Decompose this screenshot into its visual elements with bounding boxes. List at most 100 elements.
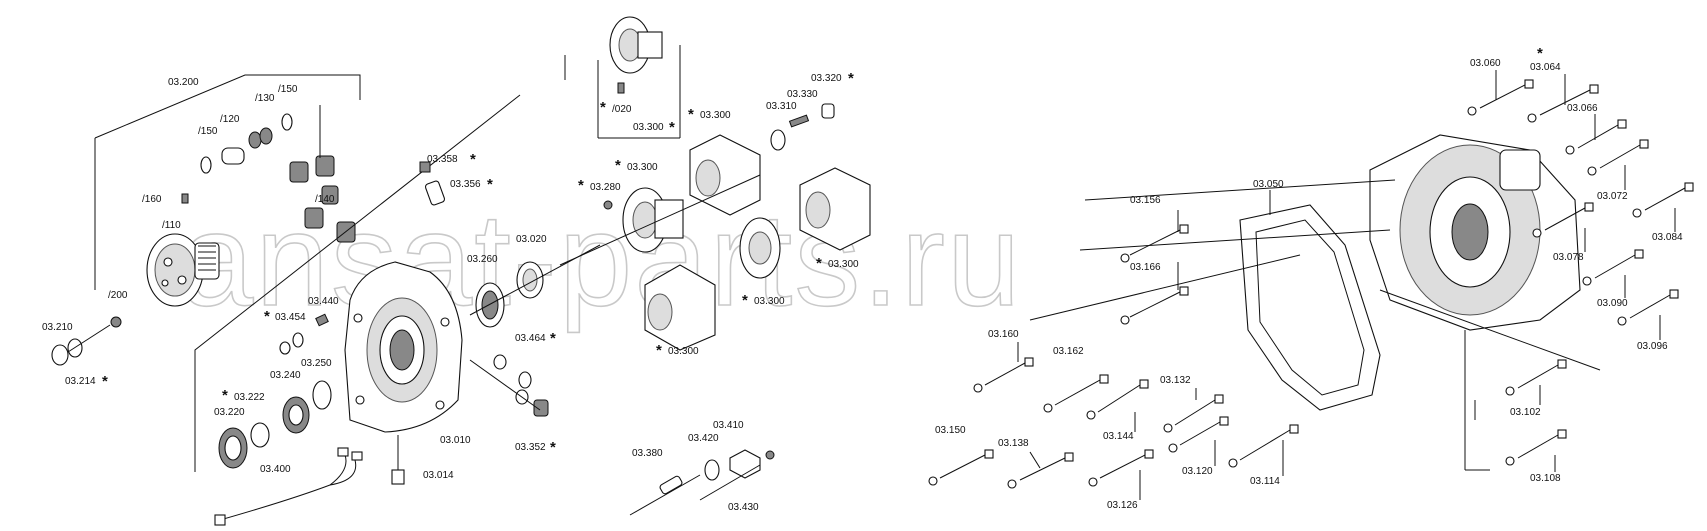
label-03320: 03.320: [811, 73, 842, 84]
label-03144: 03.144: [1103, 431, 1134, 442]
star-03300c: *: [615, 157, 621, 174]
bolt-03166: [1120, 286, 1189, 325]
label-03072: 03.072: [1597, 191, 1628, 202]
star-03280: *: [578, 177, 584, 194]
bolt-03330: [788, 114, 810, 128]
label-150b: /150: [198, 126, 218, 137]
label-03090: 03.090: [1597, 298, 1628, 309]
star-03222: *: [222, 387, 228, 404]
star-03064: *: [1537, 45, 1543, 62]
bolt-03096: [1617, 289, 1679, 326]
label-03330: 03.330: [787, 89, 818, 100]
label-03300e: 03.300: [754, 296, 785, 307]
harness-03400: [219, 454, 347, 521]
label-03430: 03.430: [728, 502, 759, 513]
star-03300b: *: [688, 106, 694, 123]
label-03300b: 03.300: [700, 110, 731, 121]
bolt-03126: [1088, 449, 1154, 487]
bolt-03114: [1228, 424, 1299, 468]
bolt-03072: [1587, 139, 1649, 176]
leader-lines: [1017, 70, 1676, 500]
label-03078: 03.078: [1553, 252, 1584, 263]
bolt-200: [110, 316, 122, 328]
label-03014: 03.014: [423, 470, 454, 481]
bolt-03014: [391, 469, 405, 485]
ring-03454: [292, 332, 304, 348]
label-03310: 03.310: [766, 101, 797, 112]
label-03166: 03.166: [1130, 262, 1161, 273]
label-03132: 03.132: [1160, 375, 1191, 386]
bolt-03160: [973, 357, 1034, 393]
bolt-020: [617, 82, 625, 94]
bolt-03108: [1505, 429, 1567, 466]
label-03300c: 03.300: [627, 162, 658, 173]
needle-bearing-140: [289, 161, 309, 183]
label-03380: 03.380: [632, 448, 663, 459]
label-03096: 03.096: [1637, 341, 1668, 352]
bolt-03090: [1582, 249, 1644, 286]
label-03060: 03.060: [1470, 58, 1501, 69]
sensor-03380: [629, 474, 701, 516]
star-03300a: *: [669, 119, 675, 136]
plug-03358: [419, 161, 431, 173]
label-03410: 03.410: [713, 420, 744, 431]
star-03300d: *: [816, 255, 822, 272]
label-160: /160: [142, 194, 162, 205]
washer-03210: [51, 344, 69, 366]
label-03352: 03.352: [515, 442, 546, 453]
bolt-sets: [928, 79, 1694, 489]
label-03280: 03.280: [590, 182, 621, 193]
washer-03310: [770, 129, 786, 151]
bolt-03150: [928, 449, 994, 486]
star-03352: *: [550, 439, 556, 456]
label-03358: 03.358: [427, 154, 458, 165]
label-03126: 03.126: [1107, 500, 1138, 511]
label-150a: /150: [278, 84, 298, 95]
label-03200: 03.200: [168, 77, 199, 88]
star-03300e: *: [742, 292, 748, 309]
label-03066: 03.066: [1567, 103, 1598, 114]
lock-03320: [821, 103, 835, 119]
pin-120: [221, 147, 245, 165]
label-03114: 03.114: [1250, 476, 1280, 487]
bolt-03060: [1467, 79, 1534, 116]
label-03464: 03.464: [515, 333, 546, 344]
label-200: /200: [108, 290, 128, 301]
bolt-03084: [1632, 182, 1694, 218]
label-03210: 03.210: [42, 322, 73, 333]
label-03240: 03.240: [270, 370, 301, 381]
star-03464: *: [550, 330, 556, 347]
star-03214: *: [102, 373, 108, 390]
bolt-03132: [1163, 394, 1224, 433]
label-03260: 03.260: [467, 254, 498, 265]
label-03108: 03.108: [1530, 473, 1561, 484]
bolt-03078: [1532, 202, 1594, 238]
adapter-housing-group: [1029, 134, 1601, 471]
label-03440: 03.440: [308, 296, 339, 307]
star-03300f: *: [656, 342, 662, 359]
label-03160: 03.160: [988, 329, 1019, 340]
label-03120: 03.120: [1182, 466, 1213, 477]
gasket-03050: [1239, 204, 1381, 411]
bearing-130: [248, 131, 262, 149]
ring-03464: [493, 354, 507, 370]
label-020: /020: [612, 104, 632, 115]
star-03356: *: [487, 176, 493, 193]
pin-03430: [699, 464, 761, 501]
label-03214: 03.214: [65, 376, 96, 387]
bolt-03280: [603, 200, 613, 210]
cover-03410: [729, 449, 761, 479]
star-03358: *: [470, 151, 476, 168]
label-03064: 03.064: [1530, 62, 1561, 73]
label-140: /140: [315, 194, 335, 205]
ring-03222: [250, 422, 270, 448]
bolt-03102: [1505, 359, 1567, 396]
yoke-right: [799, 167, 871, 251]
label-03156: 03.156: [1130, 195, 1161, 206]
label-03300a: 03.300: [633, 122, 664, 133]
pin-160: [181, 193, 189, 204]
bolt-03162: [1043, 374, 1109, 413]
sensor-03356: [424, 180, 446, 206]
label-03162: 03.162: [1053, 346, 1084, 357]
